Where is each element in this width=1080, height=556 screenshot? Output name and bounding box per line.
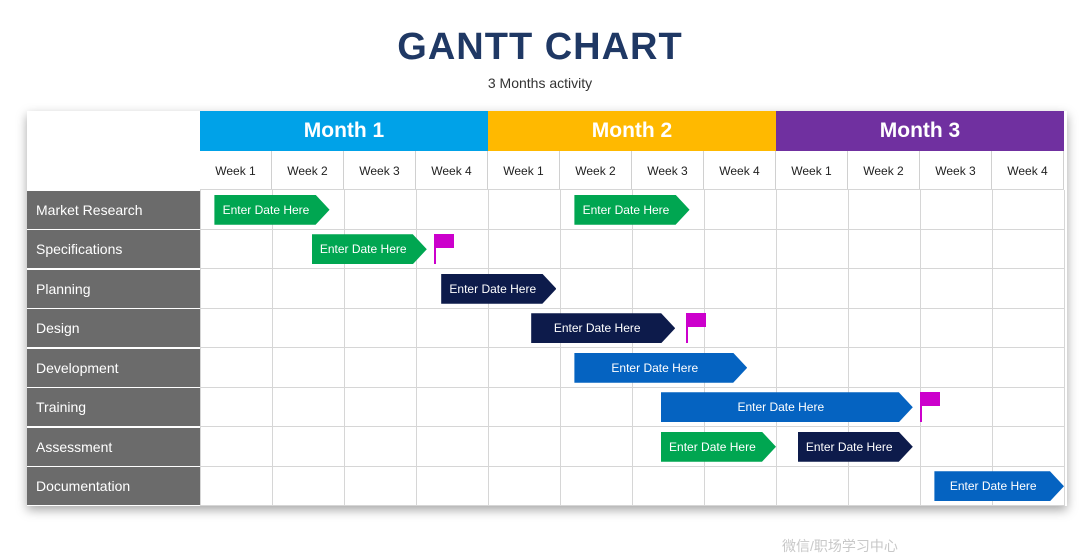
grid-column-line — [560, 190, 561, 506]
task-label: Documentation — [27, 467, 200, 506]
header-divider — [200, 189, 1064, 190]
gantt-bar[interactable]: Enter Date Here — [214, 195, 329, 225]
gantt-bar[interactable]: Enter Date Here — [574, 195, 689, 225]
task-label: Assessment — [27, 427, 200, 466]
grid-row-line — [200, 465, 1064, 467]
task-label: Planning — [27, 269, 200, 308]
grid-row-line — [200, 347, 1064, 348]
week-header: Week 3 — [632, 151, 704, 190]
week-header: Week 2 — [272, 151, 344, 190]
task-label: Development — [27, 348, 200, 387]
grid-column-line — [920, 190, 921, 506]
week-header: Week 2 — [560, 151, 632, 190]
gantt-bar[interactable]: Enter Date Here — [574, 353, 747, 383]
month-header: Month 3 — [776, 111, 1064, 151]
gantt-bar[interactable]: Enter Date Here — [661, 432, 776, 462]
chart-subtitle: 3 Months activity — [487, 75, 593, 91]
week-header: Week 3 — [344, 151, 416, 190]
week-header: Week 4 — [704, 151, 776, 190]
month-header: Month 1 — [200, 111, 488, 151]
week-header: Week 4 — [416, 151, 488, 190]
gantt-bar[interactable]: Enter Date Here — [934, 471, 1064, 501]
grid-column-line — [632, 190, 633, 506]
task-label: Training — [27, 388, 200, 427]
week-header: Week 2 — [848, 151, 920, 190]
grid-column-line — [1064, 190, 1065, 506]
milestone-flag-icon — [686, 312, 706, 343]
grid-column-line — [488, 190, 489, 506]
grid-column-line — [200, 190, 201, 506]
week-header: Week 1 — [200, 151, 272, 190]
gantt-bar[interactable]: Enter Date Here — [531, 313, 675, 343]
grid-column-line — [992, 190, 993, 506]
week-header: Week 4 — [992, 151, 1064, 190]
grid-column-line — [848, 190, 849, 506]
milestone-flag-icon — [434, 233, 454, 264]
gantt-bar[interactable]: Enter Date Here — [798, 432, 913, 462]
task-label: Design — [27, 309, 200, 348]
grid-row-line — [200, 228, 1064, 230]
grid-row-line — [200, 505, 1064, 506]
week-header: Week 3 — [920, 151, 992, 190]
task-label: Market Research — [27, 190, 200, 229]
gantt-bar[interactable]: Enter Date Here — [312, 234, 427, 264]
week-header: Week 1 — [776, 151, 848, 190]
grid-column-line — [416, 190, 417, 506]
week-header: Week 1 — [488, 151, 560, 190]
grid-row-line — [200, 386, 1064, 388]
watermark-text: 微信/职场学习中心 — [782, 538, 898, 554]
chart-title: GANTT CHART — [397, 26, 683, 68]
gantt-bar[interactable]: Enter Date Here — [441, 274, 556, 304]
task-label: Specifications — [27, 230, 200, 269]
grid-row-line — [200, 426, 1064, 427]
month-header: Month 2 — [488, 111, 776, 151]
grid-column-line — [272, 190, 273, 506]
grid-row-line — [200, 307, 1064, 309]
grid-column-line — [776, 190, 777, 506]
milestone-flag-icon — [920, 391, 940, 422]
grid-row-line — [200, 268, 1064, 269]
grid-column-line — [344, 190, 345, 506]
gantt-bar[interactable]: Enter Date Here — [661, 392, 913, 422]
grid-column-line — [704, 190, 705, 506]
